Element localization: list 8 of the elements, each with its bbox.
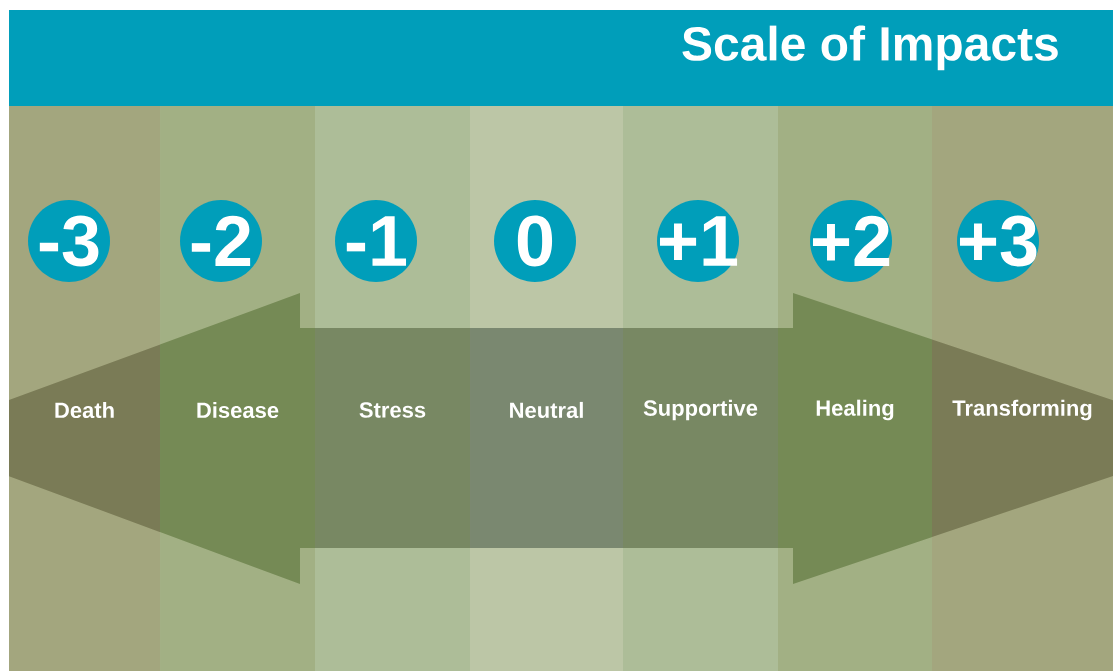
scale-label: Death	[55, 401, 114, 419]
title-banner: Scale of Impacts	[9, 10, 1113, 106]
scale-label: Supportive	[643, 399, 758, 421]
scale-label: Healing	[816, 399, 894, 421]
scale-label: Neutral	[510, 401, 583, 419]
scale-label: Disease	[197, 401, 279, 419]
scale-label: Stress	[359, 402, 426, 418]
scale-label: Transforming	[952, 399, 1092, 421]
